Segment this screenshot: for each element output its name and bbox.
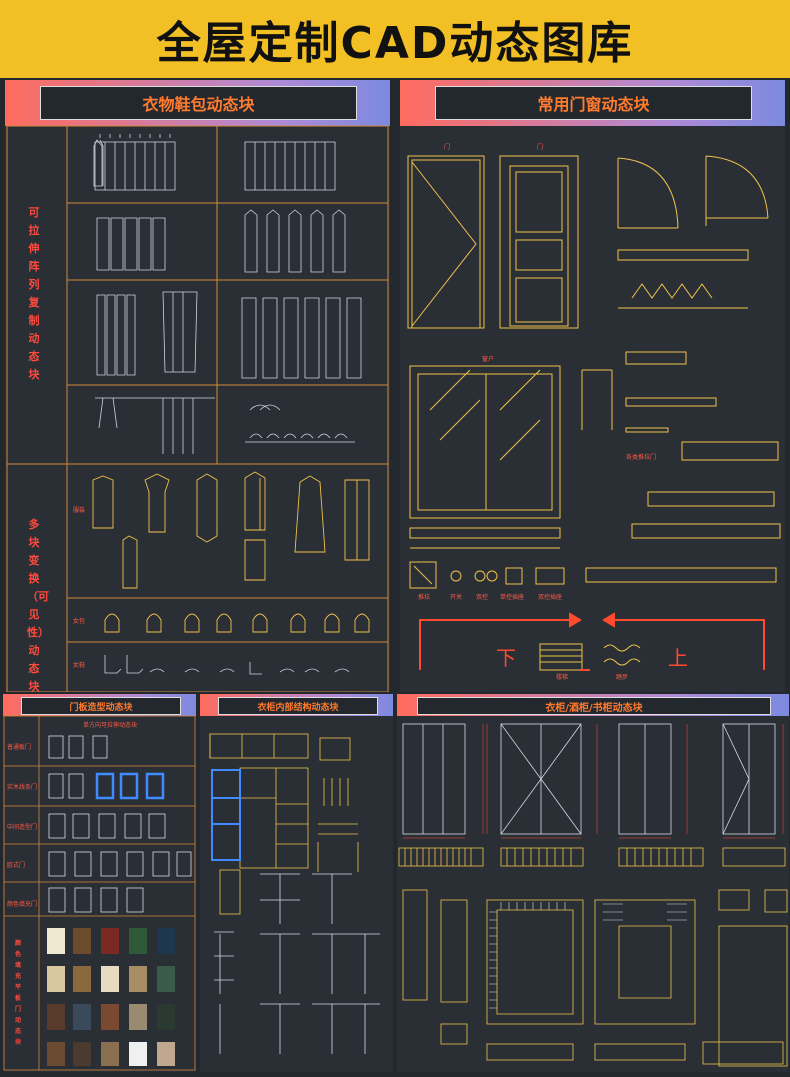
door-panels-drawing bbox=[3, 715, 196, 1071]
sliding-label: 各类推拉门 bbox=[626, 454, 657, 461]
switch-label: 推拉 bbox=[418, 594, 431, 601]
dual-control-label: 双控 bbox=[476, 594, 489, 601]
panel-cabinets: 衣柜/酒柜/书柜动态块 bbox=[397, 694, 789, 1072]
page-title: 全屋定制CAD动态图库 bbox=[156, 18, 634, 69]
row-label-bags: 女包 bbox=[73, 618, 86, 625]
panel-title: 衣物鞋包动态块 bbox=[40, 86, 357, 120]
panel-title: 常用门窗动态块 bbox=[435, 86, 752, 120]
wardrobe-inner-drawing bbox=[209, 733, 380, 1054]
stair-label: 楼梯 bbox=[556, 674, 569, 681]
single-socket-label: 单控插座 bbox=[500, 594, 525, 601]
window-label: 窗户 bbox=[482, 356, 495, 363]
header-banner: 全屋定制CAD动态图库 bbox=[0, 0, 790, 78]
wood-line-door-label: 实木线条门 bbox=[7, 784, 38, 791]
step-label: 踏步 bbox=[616, 674, 629, 681]
door-label-1: 门 bbox=[444, 144, 451, 151]
middle-shape-door-label: 中间造型门 bbox=[7, 824, 38, 831]
visibility-label: 多块变换（可见性）动态块 bbox=[27, 518, 49, 692]
door-label-2: 门 bbox=[537, 144, 544, 151]
switch-label-2: 开关 bbox=[450, 594, 463, 601]
panel-subtitle: 单方向可拉伸动态块 bbox=[83, 722, 138, 729]
panel-title: 衣柜内部结构动态块 bbox=[218, 697, 378, 715]
up-label: 上 bbox=[668, 646, 688, 670]
stretch-label: 可拉伸阵列复制动态块 bbox=[28, 206, 40, 381]
european-door-label: 欧式门 bbox=[7, 862, 26, 869]
panel-title: 门板造型动态块 bbox=[21, 697, 181, 715]
panel-wardrobe-inner: 衣柜内部结构动态块 bbox=[200, 694, 393, 1072]
color-fill-door-label: 颜色填充门 bbox=[7, 901, 38, 908]
panel-clothing: 衣物鞋包动态块 bbox=[5, 80, 390, 692]
cabinets-drawing bbox=[398, 723, 788, 1067]
plain-door-label: 普通板门 bbox=[7, 744, 32, 751]
color-fill-vertical-label: 颜色填充平板门动态块 bbox=[14, 940, 21, 1046]
row-label-shoes: 女鞋 bbox=[73, 662, 86, 669]
dual-socket-label: 双控插座 bbox=[538, 594, 563, 601]
panel-door-panels: 门板造型动态块 单方向可拉伸动态块 普通板门 实木线条门 中间造型门 欧式门 颜… bbox=[3, 694, 196, 1072]
row-label-clothes: 服装 bbox=[73, 507, 86, 514]
panel-title: 衣柜/酒柜/书柜动态块 bbox=[417, 697, 771, 715]
panel-doors-windows: 常用门窗动态块 门 门 窗户 bbox=[400, 80, 785, 692]
doors-drawing bbox=[407, 155, 781, 671]
down-label: 下 bbox=[496, 646, 516, 670]
clothing-drawing bbox=[6, 125, 389, 692]
